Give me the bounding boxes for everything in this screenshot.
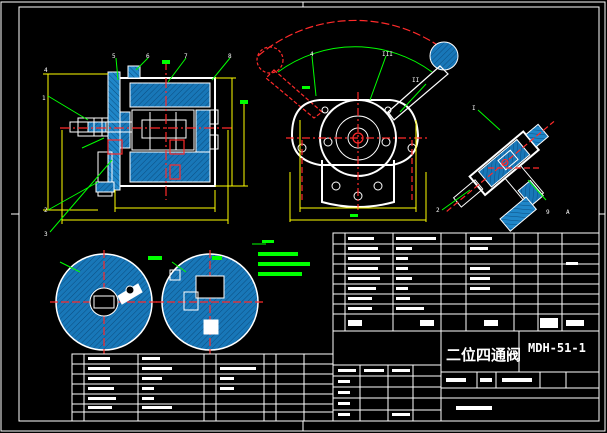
svg-text:2: 2 (44, 207, 48, 214)
drawing-name: 二位四通阀 (446, 346, 521, 364)
svg-text:7: 7 (184, 53, 188, 60)
section-circle-right (148, 250, 264, 354)
svg-text:A: A (566, 209, 570, 216)
title-block: 二位四通阀 MDH-51-1 (332, 330, 600, 422)
handle-arc (257, 19, 453, 57)
svg-text:1: 1 (42, 95, 46, 102)
angled-section-leaders: I 9 2 A (436, 105, 570, 216)
body-hatch-top (129, 82, 211, 108)
svg-text:4: 4 (310, 51, 314, 58)
svg-text:I: I (472, 105, 476, 112)
svg-text:III: III (382, 51, 393, 58)
end-cap (107, 71, 121, 191)
top-view: 4 III II (256, 19, 459, 222)
lower-fitting (97, 151, 113, 197)
svg-text:3: 3 (44, 231, 48, 238)
drawing-number: MDH-51-1 (528, 341, 586, 355)
svg-text:8: 8 (228, 53, 232, 60)
handle-knob-left (256, 46, 284, 74)
base-flange (290, 99, 420, 166)
svg-text:6: 6 (146, 53, 150, 60)
parts-list-upper (332, 232, 600, 332)
svg-text:5: 5 (112, 53, 116, 60)
section-circle-left (50, 250, 158, 354)
handle-knob-right (429, 41, 459, 71)
svg-text:2: 2 (436, 207, 440, 214)
svg-text:9: 9 (546, 209, 550, 216)
balloon-top-left: 4 (44, 67, 48, 74)
valve-bore (131, 109, 195, 151)
angled-section-view (446, 120, 555, 232)
parts-list-lower (71, 353, 334, 422)
front-section-view: 4 1 5 6 7 8 2 3 (42, 53, 248, 238)
svg-text:II: II (412, 77, 420, 84)
technical-notes (252, 240, 310, 276)
